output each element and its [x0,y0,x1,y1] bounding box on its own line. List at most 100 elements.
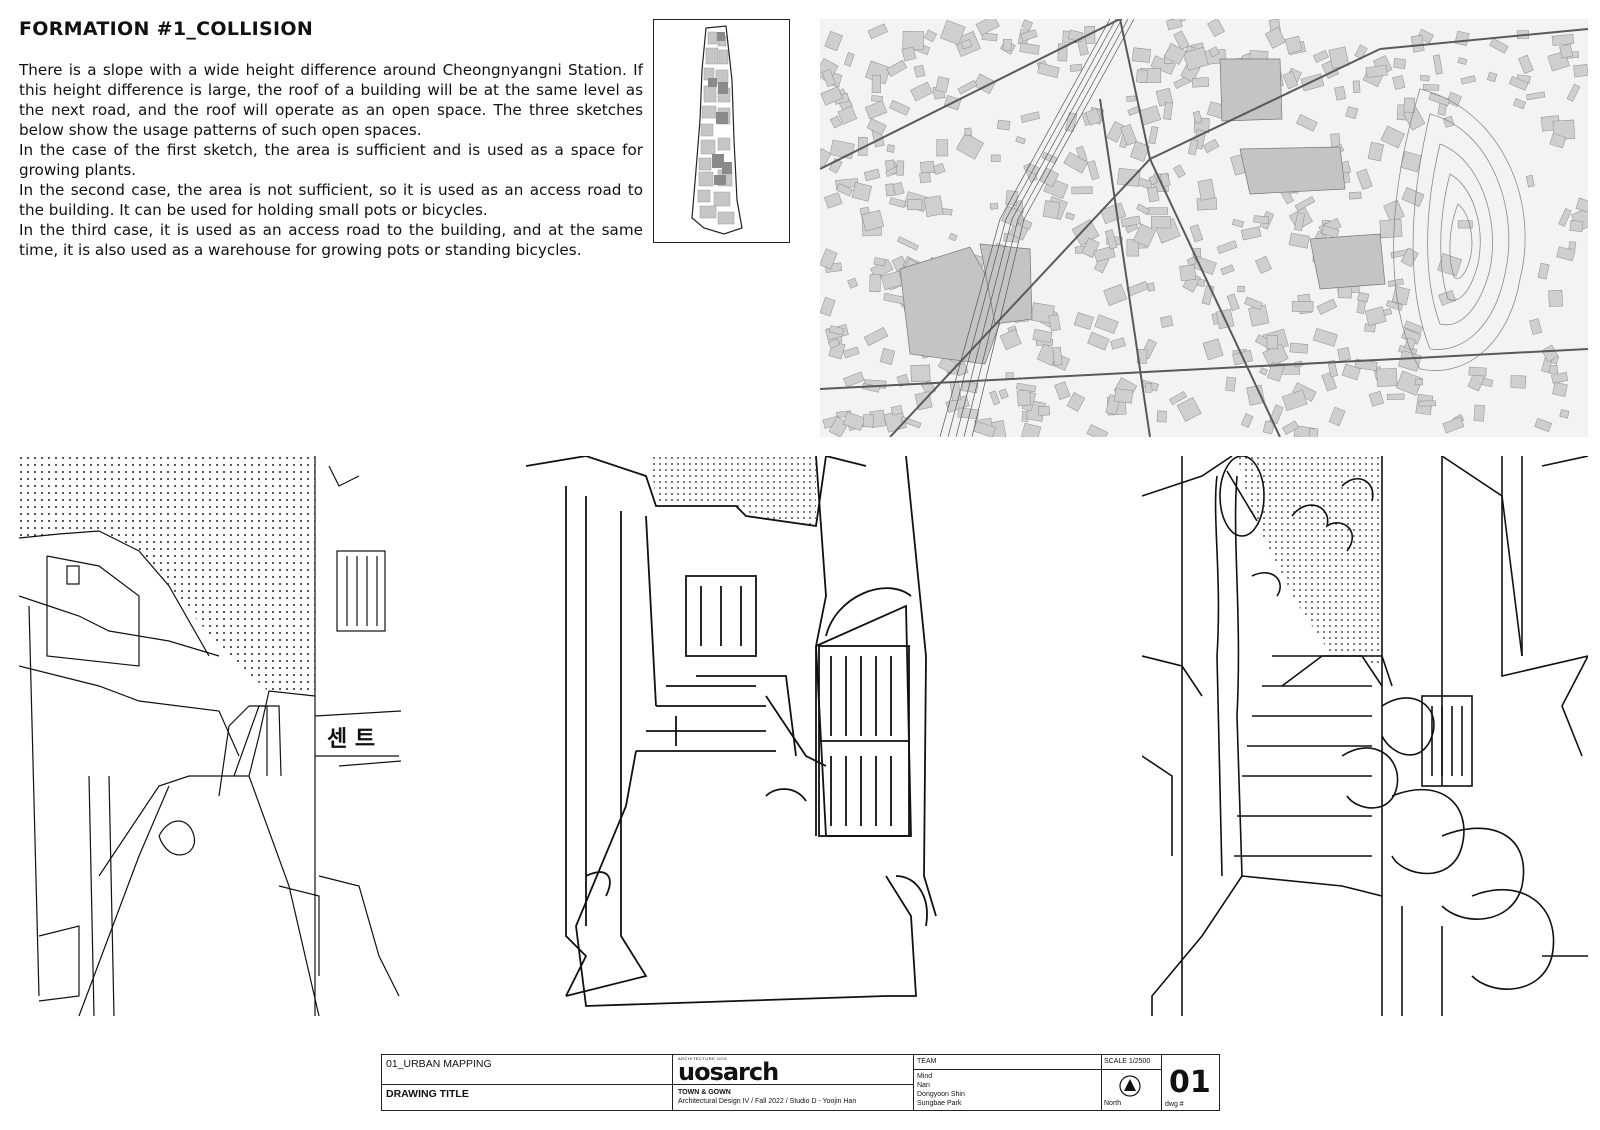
map-building-footprint [820,86,844,106]
map-building-footprint [1066,392,1086,412]
scale-label: SCALE 1/2500 [1104,1058,1151,1065]
map-building-footprint [999,329,1022,351]
map-building-footprint [886,59,908,77]
map-building-footprint [1160,315,1174,328]
map-building-footprint [1296,114,1318,132]
map-building-footprint [1048,314,1061,332]
map-building-footprint [1568,241,1577,250]
map-building-footprint [897,236,919,251]
map-building-footprint [1016,389,1032,407]
drawing-number: 01 [1169,1065,1211,1100]
map-building-footprint [955,132,984,160]
map-building-footprint [820,248,838,270]
team-member: Dongyoon Shin [917,1091,965,1098]
map-building-footprint [1191,77,1210,88]
map-building-footprint [873,257,886,267]
map-building-footprint [863,168,881,182]
map-building-footprint [1106,121,1126,143]
map-building-footprint [1104,229,1118,250]
map-building-footprint [1187,139,1199,156]
map-building-footprint [1197,278,1206,288]
map-building-footprint [842,346,860,359]
map-building-footprint [1367,141,1385,162]
map-building-footprint [1259,367,1269,376]
map-building-footprint [1042,200,1061,220]
map-building-footprint [1071,186,1093,195]
map-building-footprint [1202,338,1224,361]
site-key-plan [653,19,790,243]
sketch-3-drawing [1142,456,1588,1016]
team-member: Nan [917,1082,930,1089]
map-building-footprint [1312,328,1338,347]
project-name: TOWN & GOWN [678,1089,731,1096]
map-building-footprint [1364,306,1387,327]
map-building-footprint [1037,405,1051,417]
team-label: TEAM [917,1058,937,1065]
map-building-footprint [1401,187,1425,207]
map-building-footprint [1432,54,1443,75]
map-building-footprint [1559,43,1574,59]
map-building-footprint [1086,424,1109,437]
sketch-alley-1: 센 트 [19,456,401,1024]
sketch-2-drawing [526,456,937,1007]
map-building-footprint [1120,215,1141,228]
map-building-footprint [989,202,999,210]
map-building-footprint [1120,123,1138,146]
map-building-footprint [820,296,836,317]
map-building-footprint [892,181,905,196]
map-building-footprint [1065,212,1076,221]
map-building-footprint [842,411,866,431]
map-building-footprint [1146,186,1160,203]
map-building-footprint [1231,218,1245,228]
map-building-footprint [1294,212,1305,232]
map-building-footprint [1202,138,1220,154]
map-building-footprint [847,277,859,289]
map-building-footprint [1341,363,1361,381]
urban-map [820,19,1588,437]
map-building-footprint [1081,237,1100,258]
map-building-footprint [1549,133,1567,149]
map-building-footprint [1054,381,1071,401]
map-building-footprint [1437,253,1463,277]
map-building-footprint [948,232,958,242]
map-building-footprint [851,181,873,202]
map-building-footprint [1334,86,1347,101]
map-building-footprint [935,76,950,93]
map-building-footprint [1032,328,1053,344]
map-building-footprint [1403,97,1416,113]
map-building-footprint [901,46,917,62]
map-building-footprint [1414,378,1423,386]
map-building-footprint [1156,410,1167,423]
map-building-footprint [1052,346,1063,366]
map-building-footprint [1093,245,1116,263]
map-building-footprint [1282,71,1299,90]
map-building-footprint [866,118,887,136]
map-building-footprint [1566,83,1581,102]
map-building-footprint [869,274,881,293]
map-building-footprint [1321,224,1340,239]
map-building-footprint [1147,282,1156,292]
map-building-footprint [1489,37,1509,54]
map-building-footprint [1163,43,1187,65]
korean-signage: 센 트 [327,727,375,752]
drawing-title-label: DRAWING TITLE [386,1088,469,1100]
map-building-footprint [1518,54,1534,74]
map-building-footprint [1400,150,1423,173]
map-building-footprint [1103,283,1128,306]
sheet-name: 01_URBAN MAPPING [386,1058,492,1070]
map-building-footprint [1569,219,1584,232]
map-building-footprint [1207,19,1225,38]
team-member: Mind [917,1073,933,1080]
map-building-footprint [998,388,1009,400]
map-building-footprint [1486,71,1498,83]
team-member: Sungbae Park [917,1100,962,1107]
map-building-footprint [1237,285,1245,293]
north-label: North [1104,1100,1122,1107]
description-paragraph: In the case of the first sketch, the are… [19,141,643,179]
map-building-footprint [1537,262,1550,280]
map-building-footprint [957,79,978,95]
map-building-footprint [1380,125,1405,149]
map-building-footprint [1419,74,1430,82]
map-building-footprint [1136,69,1148,84]
map-building-footprint [1365,64,1388,78]
